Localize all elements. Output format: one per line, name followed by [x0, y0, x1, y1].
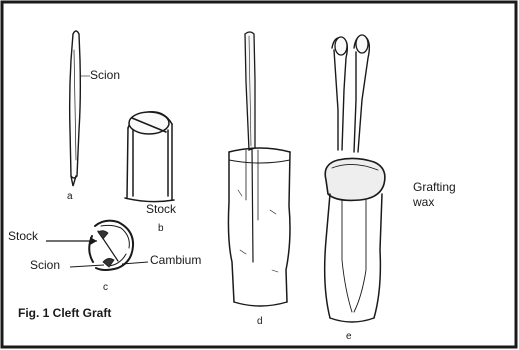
- graft-d-drawing: [228, 32, 290, 306]
- scion-c-leader: [70, 265, 104, 267]
- cambium-label-c: Cambium: [150, 254, 201, 267]
- graft-e-drawing: [325, 35, 385, 322]
- grafting-wax-label: Grafting wax: [413, 180, 456, 210]
- stock-b-drawing: [125, 112, 174, 202]
- figure-caption: Fig. 1 Cleft Graft: [18, 307, 111, 320]
- letter-b: b: [158, 222, 164, 235]
- scion-label-c: Scion: [30, 259, 60, 272]
- scion-a-drawing: [70, 31, 81, 186]
- letter-a: a: [67, 190, 73, 203]
- letter-e: e: [346, 330, 352, 343]
- letter-d: d: [257, 315, 263, 328]
- scion-label-a: Scion: [90, 69, 120, 82]
- stock-label-b: Stock: [146, 203, 176, 216]
- cross-section-c-drawing: [89, 221, 133, 270]
- stock-label-c: Stock: [8, 230, 38, 243]
- letter-c: c: [103, 281, 108, 294]
